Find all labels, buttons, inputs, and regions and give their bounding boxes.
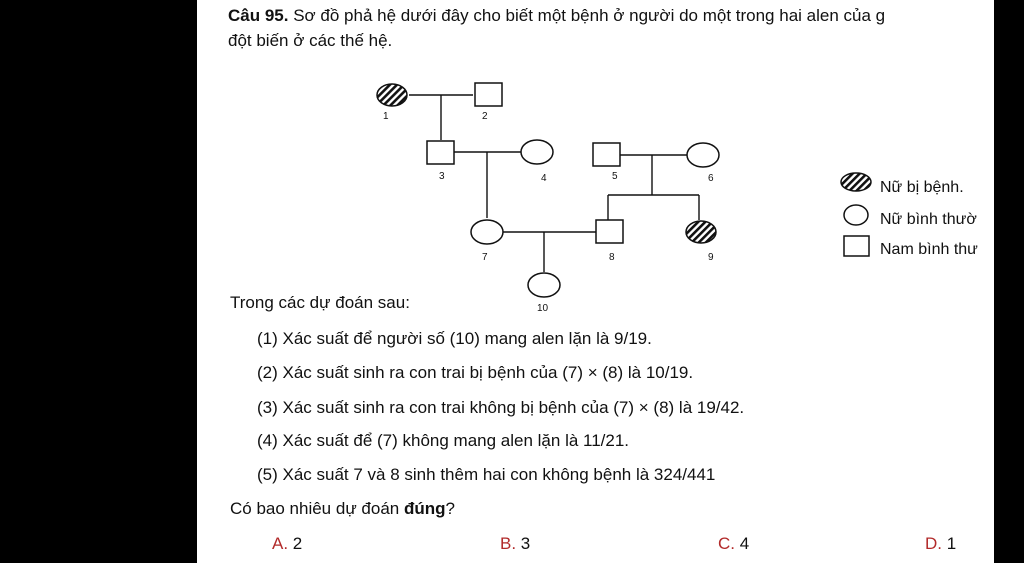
legend-affected-female-symbol (840, 172, 872, 192)
option-c-value: 4 (739, 534, 750, 553)
left-black-bar (0, 0, 197, 563)
individual-8-normal-male (595, 219, 624, 244)
legend-affected-female-label: Nữ bị bệnh. (880, 179, 964, 196)
label-2: 2 (482, 111, 488, 122)
pedigree-diagram (376, 82, 872, 298)
option-a-value: 2 (292, 534, 303, 553)
individual-2-normal-male (474, 82, 503, 107)
statement-3: (3) Xác suất sinh ra con trai không bị b… (257, 398, 745, 417)
statement-1: (1) Xác suất để người số (10) mang alen … (257, 329, 652, 348)
statement-5: (5) Xác suất 7 và 8 sinh thêm hai con kh… (257, 465, 716, 484)
individual-10-normal-female (527, 272, 561, 298)
ask-line: Có bao nhiêu dự đoán đúng? (230, 499, 455, 519)
option-a-letter: A. (272, 534, 289, 553)
individual-6-normal-female (686, 142, 720, 168)
ask-prefix: Có bao nhiêu dự đoán (230, 499, 404, 518)
ask-suffix: ? (445, 499, 455, 518)
individual-3-normal-male (426, 140, 455, 165)
individual-7-normal-female (470, 219, 504, 245)
question-number: Câu 95. (228, 6, 289, 25)
question-line-1: Câu 95. Sơ đồ phả hệ dưới đây cho biết m… (228, 6, 885, 26)
document-sheet: Câu 95. Sơ đồ phả hệ dưới đây cho biết m… (197, 0, 994, 563)
right-black-bar (994, 0, 1024, 563)
legend-normal-male-label: Nam bình thư (880, 241, 978, 258)
label-8: 8 (609, 252, 615, 263)
statement-4: (4) Xác suất để (7) không mang alen lặn … (257, 431, 630, 450)
label-5: 5 (612, 171, 618, 182)
label-6: 6 (708, 173, 714, 184)
individual-4-normal-female (520, 139, 554, 165)
legend-normal-male-symbol (843, 235, 870, 257)
option-d-letter: D. (925, 534, 942, 553)
label-4: 4 (541, 173, 547, 184)
legend-normal-female-symbol (843, 204, 869, 226)
label-1: 1 (383, 111, 389, 122)
question-line-2: đột biến ở các thế hệ. (228, 31, 393, 50)
label-3: 3 (439, 171, 445, 182)
option-d[interactable]: D. 1 (925, 534, 956, 554)
option-c[interactable]: C. 4 (718, 534, 749, 554)
question-text: Sơ đồ phả hệ dưới đây cho biết một bệnh … (293, 6, 886, 25)
label-10: 10 (537, 303, 549, 314)
option-b[interactable]: B. 3 (500, 534, 530, 554)
option-a[interactable]: A. 2 (272, 534, 302, 554)
legend-normal-female-label: Nữ bình thườ (880, 211, 977, 228)
label-9: 9 (708, 252, 714, 263)
ask-bold: đúng (403, 499, 446, 518)
individual-5-normal-male (592, 142, 621, 167)
option-b-value: 3 (520, 534, 531, 553)
prompt-text: Trong các dự đoán sau: (230, 293, 410, 312)
individual-1-affected-female (376, 83, 408, 107)
option-c-letter: C. (718, 534, 735, 553)
individual-9-affected-female (685, 220, 717, 244)
statement-2: (2) Xác suất sinh ra con trai bị bệnh củ… (257, 363, 694, 382)
option-b-letter: B. (500, 534, 517, 553)
option-d-value: 1 (946, 534, 957, 553)
label-7: 7 (482, 252, 488, 263)
